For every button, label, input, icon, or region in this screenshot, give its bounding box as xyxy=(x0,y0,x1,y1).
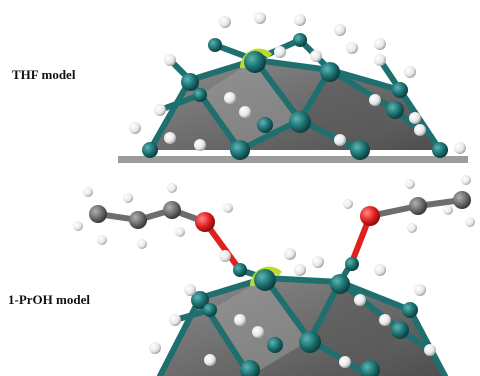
thf-model-panel: THF model xyxy=(0,0,480,170)
left-propanol xyxy=(73,183,243,273)
thf-model-label: THF model xyxy=(12,67,76,82)
thf-cluster-render xyxy=(118,12,468,163)
proh-model-label: 1-PrOH model xyxy=(8,292,90,307)
metal-atoms xyxy=(142,33,448,160)
hydrogen-atoms xyxy=(129,12,466,154)
hydrogen-atoms xyxy=(149,248,436,368)
right-propanol xyxy=(343,175,475,265)
proh-cluster-render xyxy=(73,175,475,376)
metal-atoms xyxy=(191,257,418,376)
proh-model-panel: 1-PrOH model xyxy=(0,170,480,376)
surface-plate xyxy=(118,156,468,163)
